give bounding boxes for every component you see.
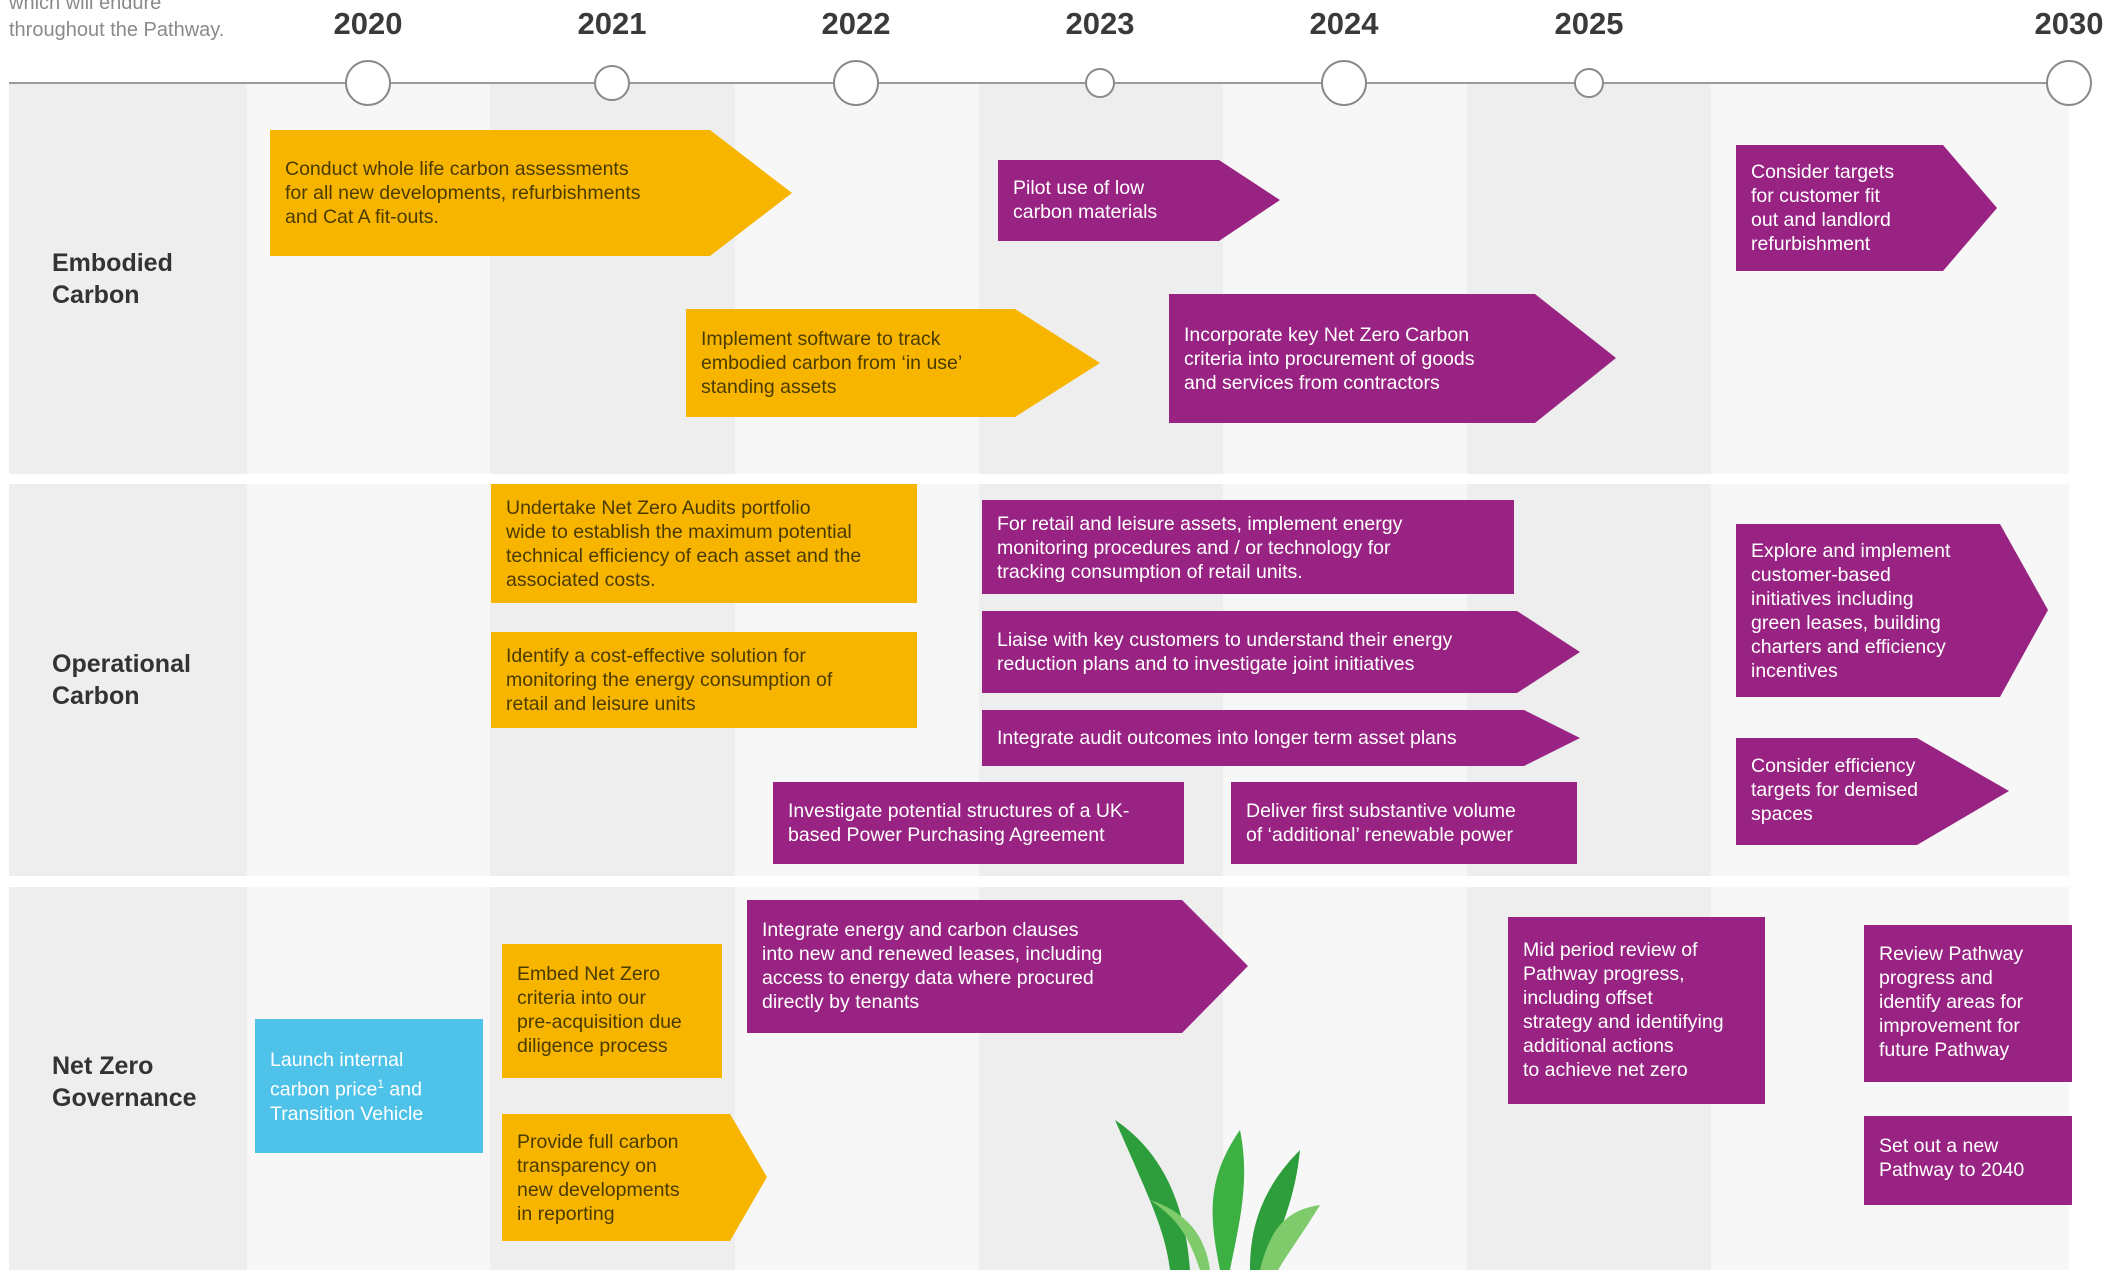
- shape-e5: [1169, 294, 1616, 423]
- milestone-pathway-to-2040: Set out a new Pathway to 2040: [1879, 1135, 2025, 1181]
- shape-g2: [502, 944, 722, 1078]
- milestone-carbon-transparency-reporting: Provide full carbon transparency on new …: [517, 1131, 680, 1225]
- year-label-2025: 2025: [1554, 6, 1624, 41]
- shape-e3: [1736, 145, 1997, 271]
- milestone-mid-period-review: Mid period review of Pathway progress, i…: [1523, 939, 1724, 1081]
- shape-g3: [1508, 917, 1765, 1104]
- shape-o6: [982, 710, 1580, 766]
- shape-o5: [982, 611, 1580, 693]
- milestone-efficiency-targets-demised: Consider efficiency targets for demised …: [1751, 755, 1918, 825]
- row-label-embodied-carbon: Embodied Carbon: [52, 249, 173, 309]
- shape-o8: [773, 782, 1184, 864]
- year-label-2030: 2030: [2034, 6, 2104, 41]
- year-label-2020: 2020: [333, 6, 403, 41]
- shape-o1: [491, 484, 917, 603]
- timeline-marker-2024: [1321, 60, 1367, 106]
- year-label-2023: 2023: [1065, 6, 1135, 41]
- shape-g5: [255, 1019, 483, 1153]
- shape-g1: [747, 900, 1248, 1033]
- shape-o7: [1736, 738, 2009, 845]
- timeline-marker-2022: [833, 60, 879, 106]
- milestone-liaise-key-customers: Liaise with key customers to understand …: [997, 629, 1453, 675]
- shape-o9: [1231, 782, 1577, 864]
- year-label-2021: 2021: [577, 6, 647, 41]
- shape-o2: [982, 500, 1514, 594]
- timeline-marker-2020: [345, 60, 391, 106]
- plant-illustration: [1115, 1120, 1320, 1270]
- shape-g4: [1864, 925, 2072, 1082]
- year-label-2024: 2024: [1309, 6, 1379, 41]
- milestone-implement-embodied-carbon-software: Implement software to track embodied car…: [701, 328, 963, 398]
- milestone-energy-carbon-lease-clauses: Integrate energy and carbon clauses into…: [762, 919, 1103, 1013]
- shape-o3: [1736, 524, 2048, 697]
- milestone-additional-renewable-power: Deliver first substantive volume of ‘add…: [1246, 800, 1516, 846]
- milestone-net-zero-audits: Undertake Net Zero Audits portfolio wide…: [506, 497, 862, 591]
- milestone-whole-life-carbon-assessments: Conduct whole life carbon assessments fo…: [285, 158, 641, 228]
- milestone-cost-effective-monitoring: Identify a cost-effective solution for m…: [506, 645, 833, 715]
- row-label-net-zero-governance: Net Zero Governance: [52, 1052, 197, 1112]
- row-label-operational-carbon: Operational Carbon: [52, 650, 191, 710]
- shape-e2: [998, 160, 1280, 241]
- milestone-internal-carbon-price: Launch internal carbon price1 and Transi…: [270, 1049, 424, 1125]
- timeline-axis: [9, 82, 2069, 84]
- milestone-customer-based-initiatives: Explore and implement customer-based ini…: [1751, 540, 1951, 682]
- timeline-marker-2025: [1574, 68, 1604, 98]
- year-label-2022: 2022: [821, 6, 891, 41]
- milestone-integrate-audit-outcomes: Integrate audit outcomes into longer ter…: [997, 727, 1457, 749]
- shape-e4: [686, 309, 1100, 417]
- milestone-review-pathway-progress: Review Pathway progress and identify are…: [1879, 943, 2024, 1061]
- milestone-pilot-low-carbon-materials: Pilot use of low carbon materials: [1013, 177, 1158, 223]
- shape-o4: [491, 632, 917, 728]
- shape-g6: [502, 1114, 767, 1241]
- shape-e1: [270, 130, 792, 256]
- footnote-marker: 1: [377, 1077, 384, 1091]
- timeline-marker-2030: [2046, 60, 2092, 106]
- milestone-procurement-criteria: Incorporate key Net Zero Carbon criteria…: [1184, 324, 1475, 394]
- timeline-marker-2021: [594, 65, 630, 101]
- milestone-retail-energy-monitoring: For retail and leisure assets, implement…: [997, 513, 1403, 583]
- shape-g7: [1864, 1116, 2072, 1205]
- milestone-power-purchasing-agreement: Investigate potential structures of a UK…: [788, 800, 1130, 846]
- milestone-pre-acquisition-due-diligence: Embed Net Zero criteria into our pre-acq…: [517, 963, 682, 1057]
- timeline-marker-2023: [1085, 68, 1115, 98]
- intro-text: which will endure throughout the Pathway…: [9, 0, 225, 41]
- milestone-consider-targets-fit-out: Consider targets for customer fit out an…: [1751, 161, 1895, 255]
